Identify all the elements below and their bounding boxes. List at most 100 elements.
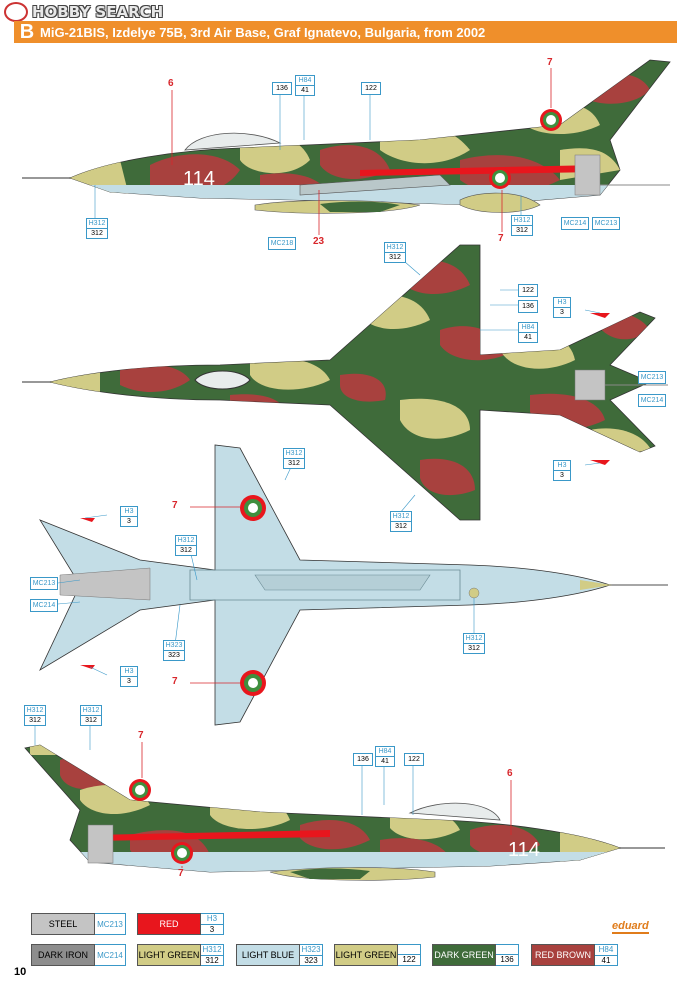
callout-number: 312 (389, 254, 401, 261)
top-view (22, 244, 668, 521)
side2-aircraft-number: 114 (508, 839, 540, 861)
callout-number: 312 (85, 717, 97, 724)
marking-6-top: 6 (168, 78, 174, 89)
legend-code-primary: H84 (598, 944, 614, 954)
callout-number: 312 (516, 227, 528, 234)
callout-number: 41 (524, 334, 532, 341)
swatch-red-brown: RED BROWN (531, 944, 595, 966)
callout-136: 136 (353, 753, 373, 766)
marking-7-wing-bottom: 7 (172, 676, 178, 687)
marking-7-top: 7 (547, 57, 553, 68)
legend-dark-green: DARK GREEN 136 (432, 944, 519, 966)
callout-number: 122 (522, 287, 534, 294)
callout-number: 122 (365, 85, 377, 92)
callout-code: MC214 (32, 602, 56, 609)
callout-number: 136 (522, 303, 534, 310)
callout-code: H312 (464, 635, 484, 644)
callout-number: 312 (395, 523, 407, 530)
swatch-dark-green: DARK GREEN (432, 944, 496, 966)
callout-code: H312 (284, 450, 304, 459)
marking-23: 23 (313, 236, 325, 247)
callout-code: MC213 (594, 220, 618, 227)
callout-number: 323 (168, 652, 180, 659)
callout-number: 312 (468, 645, 480, 652)
marking-7-tail: 7 (138, 730, 144, 741)
page-number: 10 (14, 966, 27, 978)
callout-number: 41 (381, 758, 389, 765)
callout-code: H312 (176, 537, 196, 546)
legend-dark-iron: DARK IRON MC214 (31, 944, 126, 966)
legend-code-secondary: 323 (300, 954, 322, 966)
legend-code: 122 (398, 944, 421, 966)
watermark-text: HOBBY SEARCH (32, 3, 164, 21)
callout-mc214: MC214 (30, 599, 58, 612)
callout-leader-lines (34, 95, 601, 815)
title-banner: B MiG-21BIS, Izdelye 75B, 3rd Air Base, … (14, 21, 677, 43)
scheme-letter: B (19, 20, 35, 43)
side-view-left (22, 59, 671, 214)
legend-code: 136 (496, 944, 519, 966)
legend-steel: STEEL MC213 (31, 913, 126, 935)
callout-136: 136 (518, 300, 538, 313)
callout-code: MC218 (270, 240, 294, 247)
swatch-light-blue: LIGHT BLUE (236, 944, 300, 966)
callout-code: H312 (391, 513, 411, 522)
marking-7-mid: 7 (498, 233, 504, 244)
marking-6-bottom: 6 (507, 768, 513, 779)
bottom-view (39, 444, 668, 726)
callout-code: H312 (512, 217, 532, 226)
callout-122: 122 (404, 753, 424, 766)
swatch-steel: STEEL (31, 913, 95, 935)
callout-122: 122 (361, 82, 381, 95)
legend-light-green-122: LIGHT GREEN 122 (334, 944, 421, 966)
callout-code: H3 (554, 298, 570, 308)
callout-number: 41 (301, 87, 309, 94)
callout-code: MC213 (32, 580, 56, 587)
legend-code: MC213 (95, 913, 126, 935)
callout-code: H84 (519, 323, 537, 333)
callout-mc213: MC213 (592, 217, 620, 230)
legend-code-secondary: 3 (201, 923, 223, 935)
callout-code: H3 (554, 461, 570, 471)
legend-code: MC214 (95, 944, 126, 966)
callout-number: 3 (560, 309, 564, 316)
callout-122: 122 (518, 284, 538, 297)
callout-mc213: MC213 (638, 371, 666, 384)
callout-mc213: MC213 (30, 577, 58, 590)
callout-number: 136 (276, 85, 288, 92)
callout-code: H312 (87, 220, 107, 229)
callout-mc214: MC214 (638, 394, 666, 407)
brand-logo: eduard (612, 920, 649, 934)
legend-code-secondary: 136 (496, 954, 518, 965)
marking-7-bottom: 7 (178, 868, 184, 879)
callout-number: 3 (127, 518, 131, 525)
legend-code-secondary: 122 (398, 954, 420, 965)
callout-number: 312 (180, 547, 192, 554)
callout-code: MC214 (563, 220, 587, 227)
callout-number: 3 (127, 678, 131, 685)
scheme-title: MiG-21BIS, Izdelye 75B, 3rd Air Base, Gr… (40, 24, 486, 40)
marking-leader-lines (141, 68, 552, 868)
legend-code-primary: H3 (206, 913, 218, 923)
callout-code: H3 (121, 507, 137, 517)
legend-code-primary: H312 (202, 944, 222, 954)
